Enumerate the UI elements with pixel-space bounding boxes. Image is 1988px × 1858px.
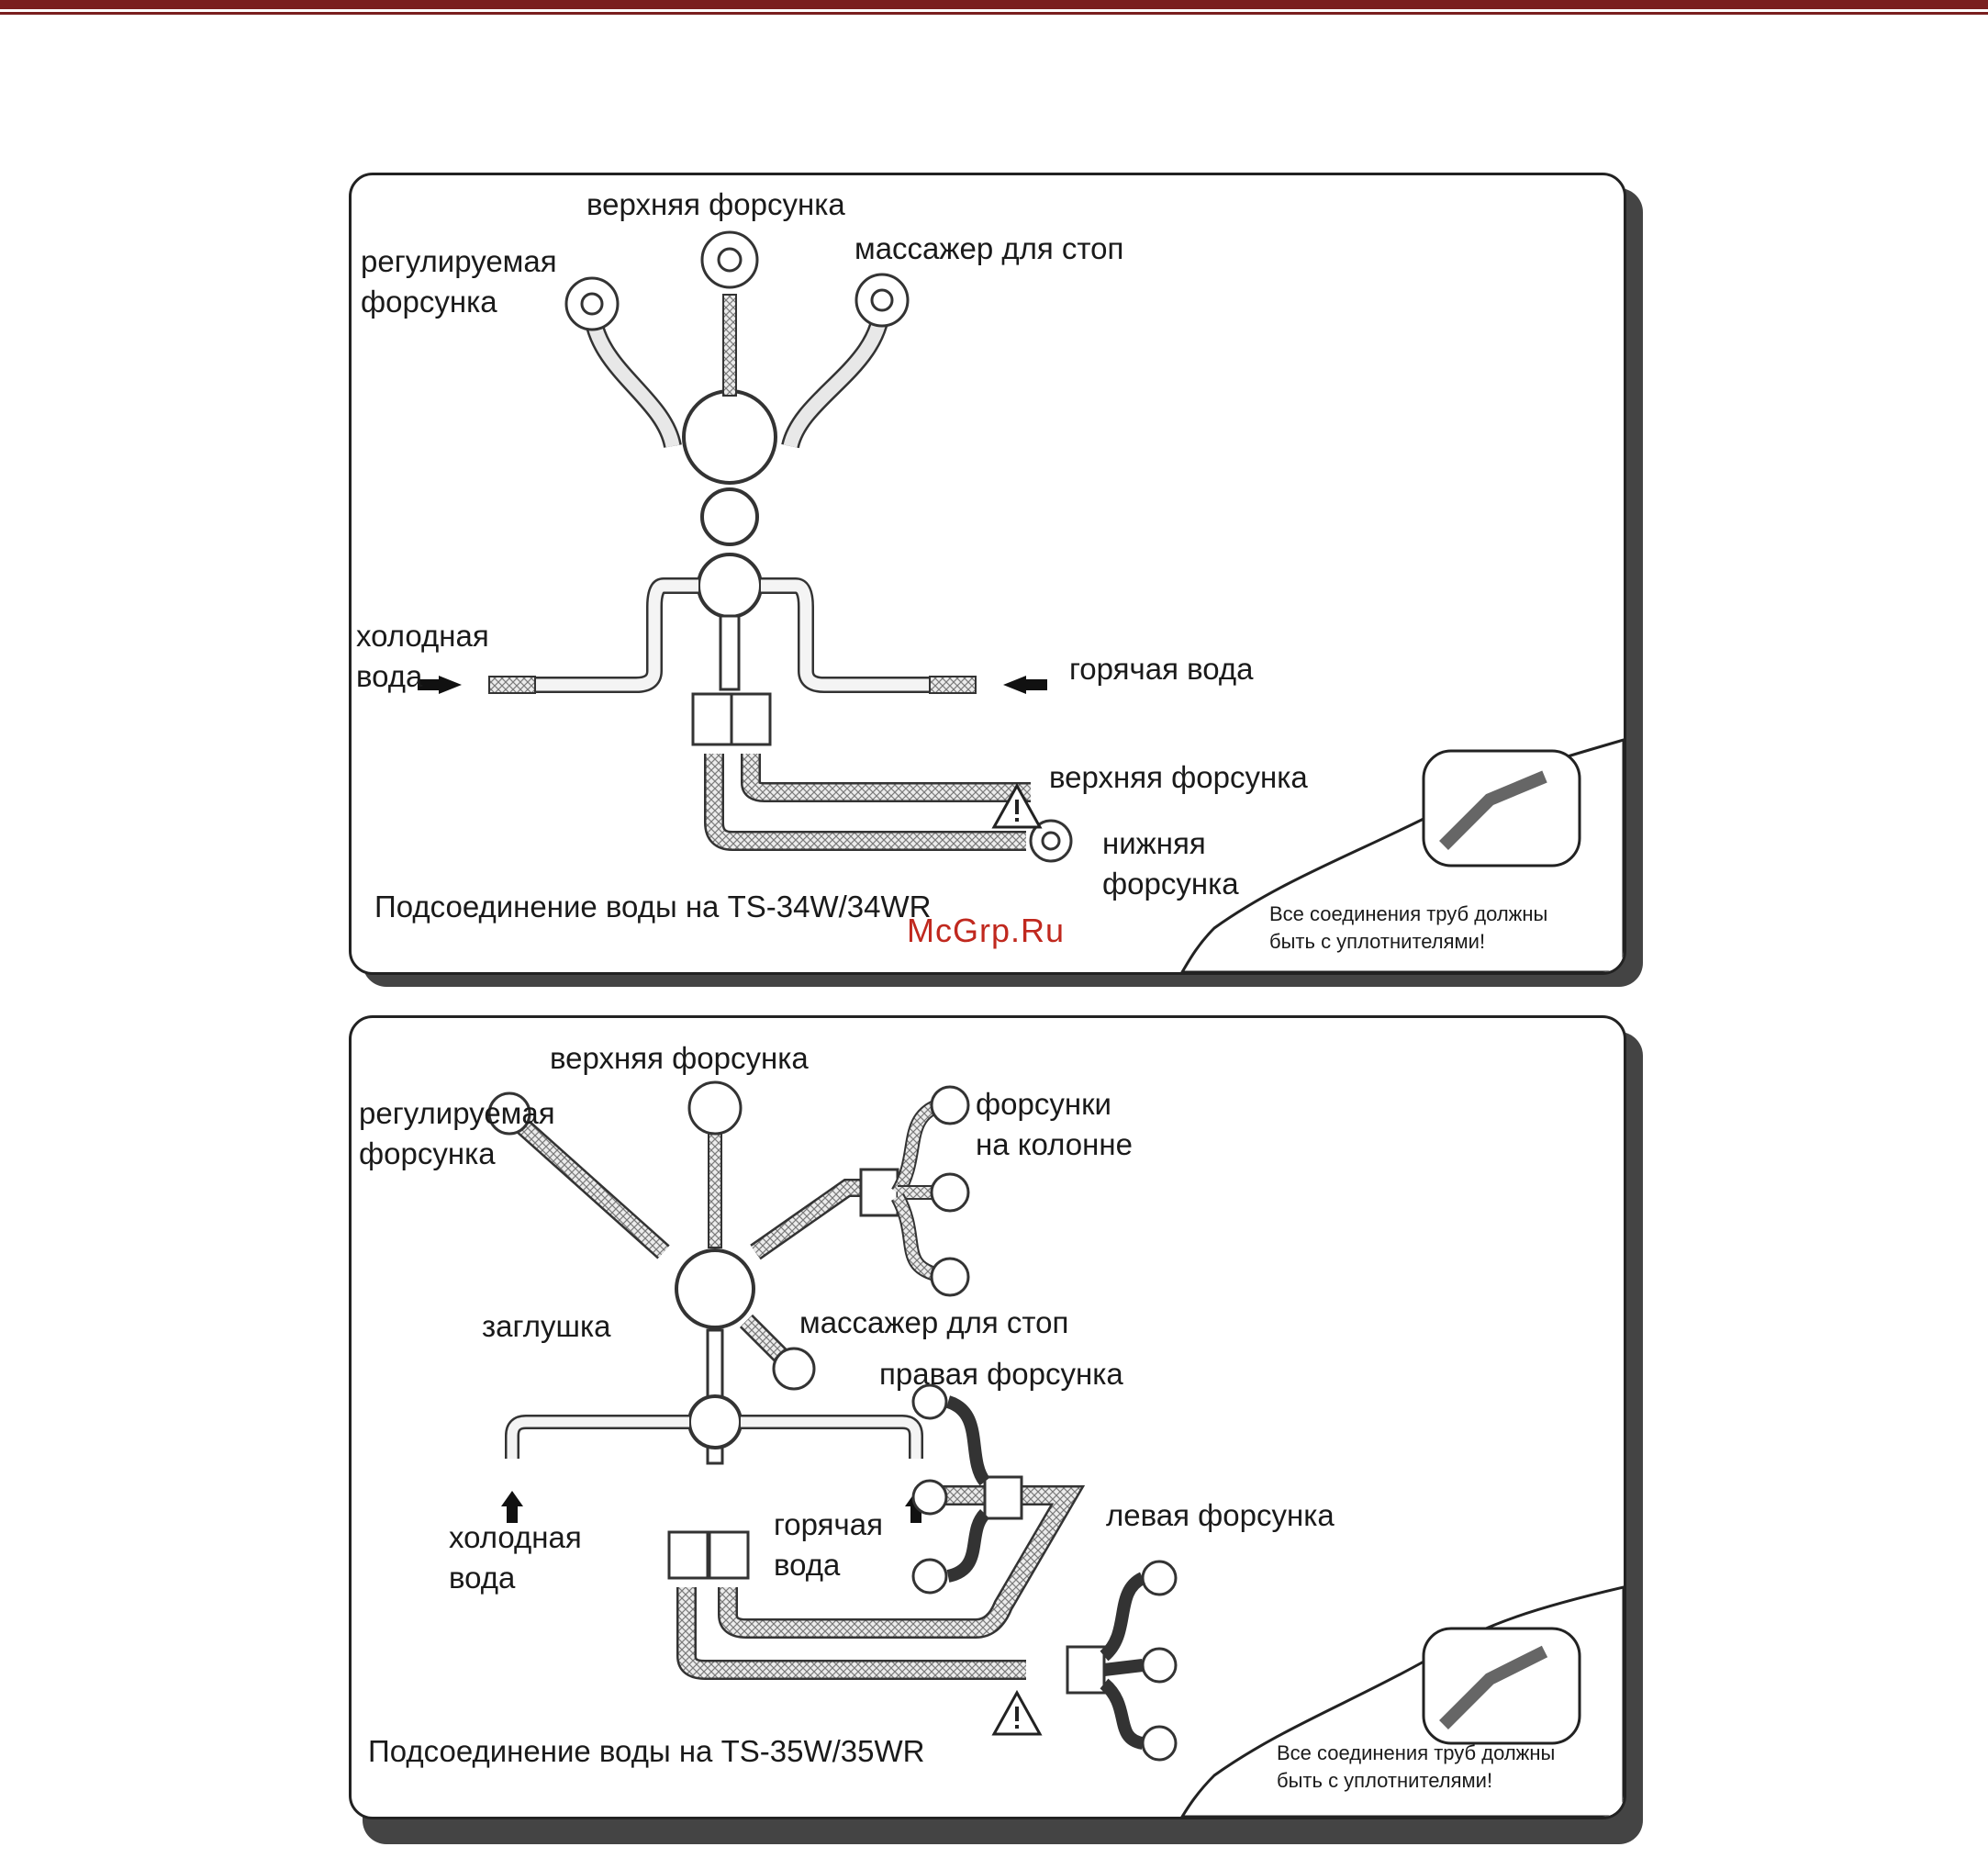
label-hot-water: горячая вода [774,1507,883,1582]
label-left-nozzle: левая форсунка [1106,1498,1335,1532]
caption-ts35: Подсоединение воды на TS-35W/35WR [368,1734,925,1768]
seal-warning-note: Все соединения труб должны быть с уплотн… [1269,902,1548,953]
plumbing-diagram-ts34 [418,230,1624,972]
panel-ts34: верхняя форсунка регулируемая форсунка м… [349,173,1626,975]
label-cold-water: холодная вода [356,619,489,693]
plumbing-diagram-ts35 [487,1080,1624,1817]
label-adjustable-nozzle: регулируемая форсунка [359,1096,555,1170]
label-top-nozzle: верхняя форсунка [586,187,845,221]
label-adjustable-nozzle: регулируемая форсунка [361,244,557,319]
watermark: McGrp.Ru [907,912,1066,949]
label-foot-massager: массажер для стоп [799,1305,1069,1339]
label-top-nozzle: верхняя форсунка [550,1041,809,1075]
header-bar [0,0,1988,9]
header-rule [0,12,1988,15]
label-lower-nozzle: нижняя форсунка [1102,826,1239,901]
seal-warning-note: Все соединения труб должны быть с уплотн… [1277,1741,1556,1792]
label-right-nozzle: правая форсунка [879,1357,1123,1391]
label-column-nozzles: форсунки на колонне [976,1087,1133,1161]
caption-ts34: Подсоединение воды на TS-34W/34WR [374,890,932,923]
panel-ts35: верхняя форсунка регулируемая форсунка ф… [349,1015,1626,1819]
label-plug: заглушка [482,1309,611,1343]
label-hot-water: горячая вода [1069,652,1254,686]
label-foot-massager: массажер для стоп [854,231,1124,265]
label-upper-nozzle-out: верхняя форсунка [1049,760,1308,794]
label-cold-water: холодная вода [449,1520,582,1595]
